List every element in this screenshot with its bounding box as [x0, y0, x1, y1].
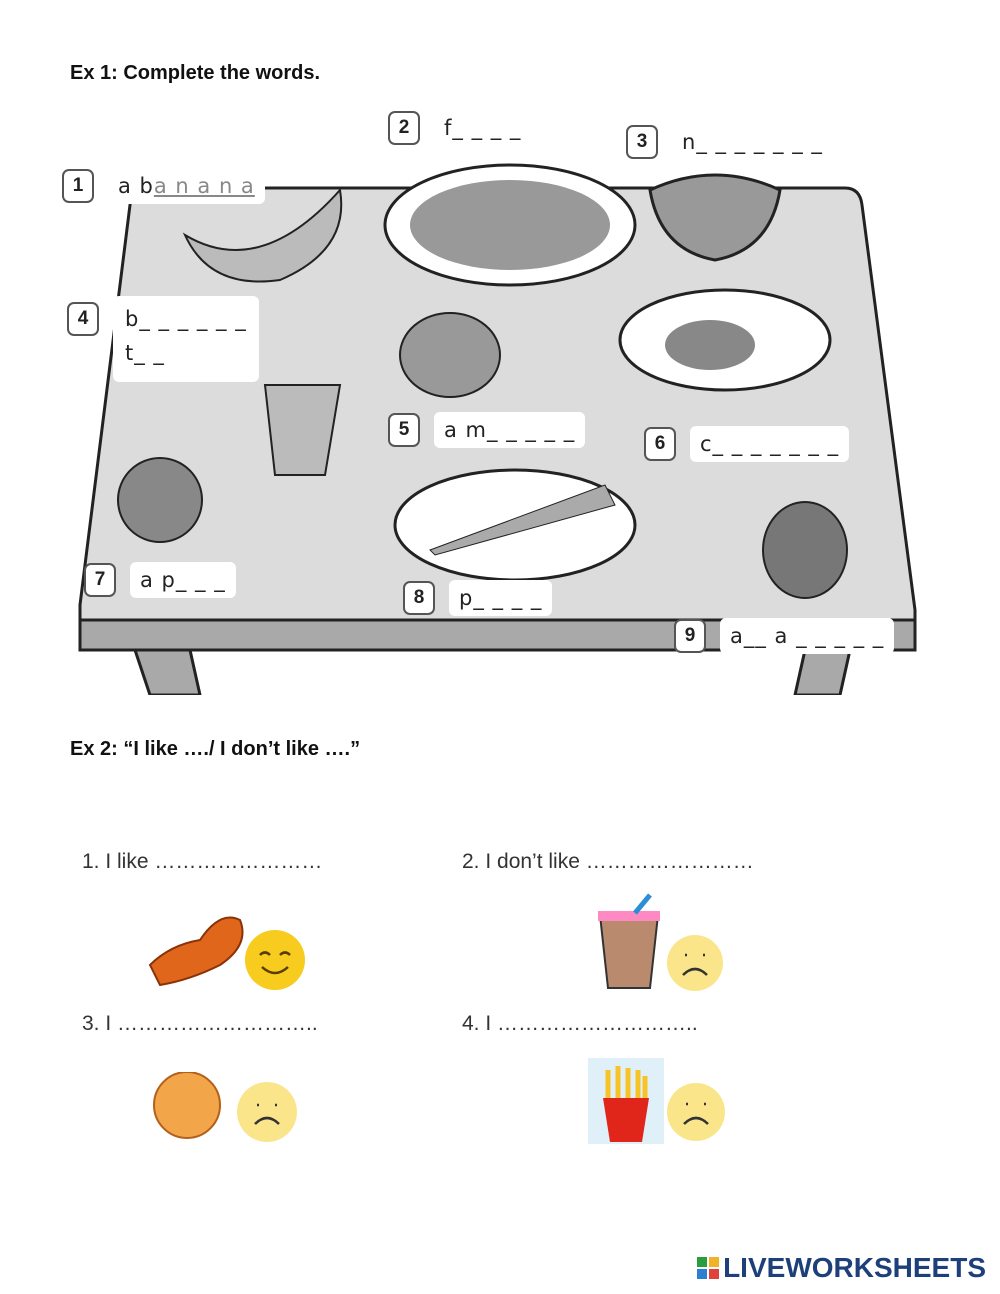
chicken-leg-icon — [148, 916, 305, 990]
logo-icon — [697, 1257, 720, 1279]
blanks: _ _ _ _ — [473, 586, 543, 610]
pizza-image — [393, 468, 637, 582]
fries-image — [383, 163, 637, 287]
word-box[interactable]: a__ a _ _ _ _ _ — [720, 618, 895, 654]
item-9: 9 a__ a _ _ _ _ _ — [674, 618, 895, 654]
prefix: p — [459, 586, 474, 610]
sentence-2[interactable]: 2. I don’t like …………………… — [462, 850, 754, 873]
ex1-heading: Ex 1: Complete the words. — [70, 62, 321, 84]
blanks: _ _ _ — [175, 568, 226, 592]
french-fries-icon — [588, 1058, 725, 1144]
word-box[interactable]: f_ _ _ _ — [434, 110, 532, 146]
bubble-tea-image — [263, 384, 342, 476]
banana-image — [182, 187, 343, 283]
pizza-icon — [153, 1072, 297, 1142]
blanks: _ _ _ _ — [452, 116, 522, 140]
prefix: f — [444, 116, 453, 140]
sentence-4[interactable]: 4. I ……………………….. — [462, 1012, 698, 1035]
word-box[interactable]: n_ _ _ _ _ _ _ — [672, 124, 833, 160]
prefix: n — [682, 130, 697, 154]
prefix: a m — [444, 418, 488, 442]
sentence-3[interactable]: 3. I ……………………….. — [82, 1012, 318, 1035]
item-number: 6 — [644, 427, 676, 461]
word-box[interactable]: a p_ _ _ — [130, 562, 236, 598]
mango-image — [399, 312, 501, 398]
item-number: 4 — [67, 302, 99, 336]
ex2-heading: Ex 2: “I like …./ I don’t like ….” — [70, 738, 361, 760]
word-box[interactable]: p_ _ _ _ — [449, 580, 553, 616]
item-number: 1 — [62, 169, 94, 203]
prefix: c — [700, 432, 713, 456]
word-box[interactable]: a ba n a n a — [108, 168, 265, 204]
item-1: 1 a ba n a n a — [62, 168, 265, 204]
word-box[interactable]: c_ _ _ _ _ _ _ — [690, 426, 850, 462]
logo-text: LIVEWORKSHEETS — [723, 1252, 986, 1283]
blanks: _ _ _ _ _ _ — [139, 307, 247, 331]
item-7: 7 a p_ _ _ — [84, 562, 236, 598]
sentence-1[interactable]: 1. I like …………………… — [82, 850, 323, 873]
prefix: a p — [140, 568, 176, 592]
bubble-tea-icon — [598, 893, 723, 991]
item-4: 4 b_ _ _ _ _ _t_ _ — [67, 296, 259, 382]
word-box[interactable]: a m_ _ _ _ _ — [434, 412, 586, 448]
blanks: _ _ _ _ _ _ _ — [696, 130, 823, 154]
orange-image — [117, 457, 203, 543]
prefix: a__ a — [730, 624, 789, 648]
item-5: 5 a m_ _ _ _ _ — [388, 412, 586, 448]
table-illustration — [78, 163, 917, 695]
blanks: _ _ _ _ _ — [796, 624, 885, 648]
prefix: t — [125, 341, 135, 365]
liveworksheets-logo: LIVEWORKSHEETS — [697, 1252, 986, 1284]
blanks: _ _ _ _ _ — [487, 418, 576, 442]
word-box[interactable]: b_ _ _ _ _ _t_ _ — [113, 296, 259, 382]
prefix: b — [125, 307, 140, 331]
item-number: 8 — [403, 581, 435, 615]
item-number: 5 — [388, 413, 420, 447]
item-number: 9 — [674, 619, 706, 653]
noodles-image — [648, 173, 782, 262]
item-number: 2 — [388, 111, 420, 145]
blanks: _ _ — [134, 341, 165, 365]
apple-image — [762, 501, 848, 599]
blanks: _ _ _ _ _ _ _ — [712, 432, 840, 456]
answer: a n a n a — [153, 174, 255, 198]
item-number: 7 — [84, 563, 116, 597]
chicken-image — [618, 288, 832, 392]
prefix: a b — [118, 174, 154, 198]
item-number: 3 — [626, 125, 658, 159]
